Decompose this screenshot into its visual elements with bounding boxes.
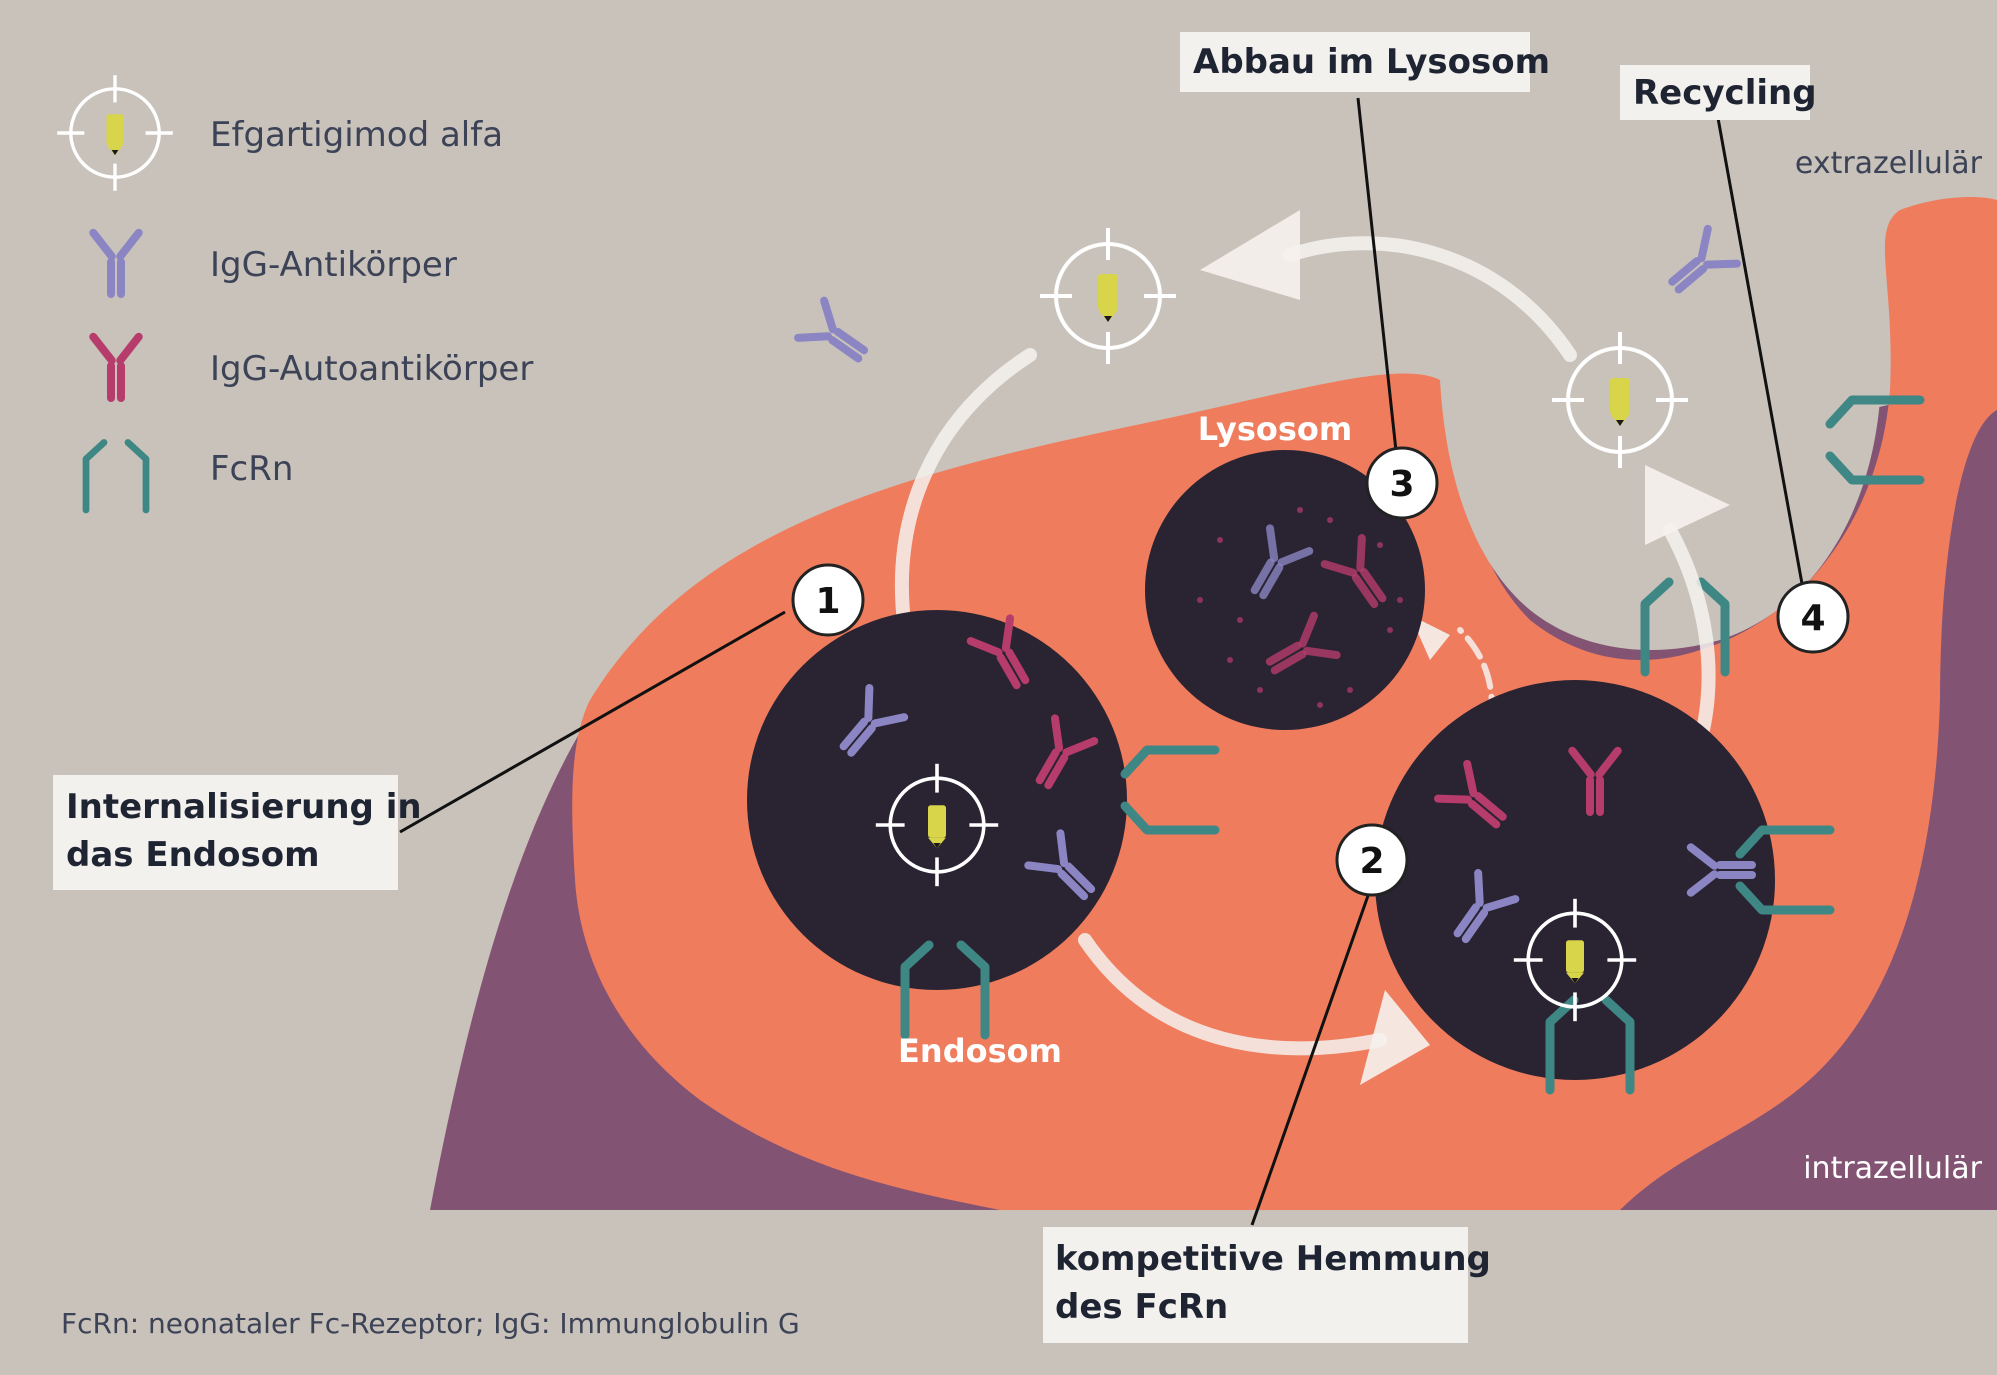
label-box-step-3: Abbau im Lysosom — [1180, 32, 1550, 92]
legend: Efgartigimod alfa IgG-Antikörper IgG-Aut… — [55, 73, 533, 510]
lysosome-label: Lysosom — [1198, 410, 1352, 448]
endosome-2 — [1375, 680, 1830, 1090]
svg-text:1: 1 — [815, 581, 840, 622]
svg-text:4: 4 — [1800, 598, 1825, 639]
label-box-step-2: kompetitive Hemmung des FcRn — [1043, 1227, 1491, 1343]
svg-text:kompetitive Hemmung: kompetitive Hemmung — [1055, 1239, 1491, 1279]
legend-label-fcrn: FcRn — [210, 449, 293, 489]
step-badge-1: 1 — [791, 563, 865, 637]
step-badge-4: 4 — [1776, 580, 1850, 654]
endosome-label: Endosom — [898, 1032, 1062, 1070]
svg-text:3: 3 — [1389, 464, 1414, 505]
legend-label-igg: IgG-Antikörper — [210, 245, 457, 285]
arrowhead-release — [1200, 210, 1300, 300]
arrowhead-recycling — [1645, 465, 1730, 545]
svg-text:2: 2 — [1359, 841, 1384, 882]
svg-text:des FcRn: des FcRn — [1055, 1287, 1228, 1327]
step-badge-3: 3 — [1365, 446, 1439, 520]
endosome-1 — [747, 610, 1215, 1035]
legend-label-autoantibody: IgG-Autoantikörper — [210, 349, 533, 389]
footnote: FcRn: neonataler Fc-Rezeptor; IgG: Immun… — [61, 1307, 800, 1340]
svg-text:das Endosom: das Endosom — [66, 835, 320, 875]
lysosome — [1145, 450, 1425, 730]
cytoplasm-right — [1620, 410, 1997, 1210]
bottom-strip — [0, 1210, 1997, 1375]
svg-text:Abbau im Lysosom: Abbau im Lysosom — [1193, 42, 1550, 82]
label-box-step-4: Recycling — [1620, 65, 1817, 120]
arrowhead-transfer — [1360, 990, 1430, 1085]
svg-text:Internalisierung in: Internalisierung in — [66, 787, 422, 827]
extracellular-label: extrazellulär — [1795, 146, 1983, 181]
legend-label-efgartigimod: Efgartigimod alfa — [210, 115, 503, 155]
svg-text:Recycling: Recycling — [1633, 73, 1817, 113]
label-box-step-1: Internalisierung in das Endosom — [53, 775, 422, 890]
step-badge-2: 2 — [1335, 823, 1409, 897]
intracellular-label: intrazellulär — [1803, 1151, 1982, 1186]
leader-lines — [399, 97, 1810, 1226]
